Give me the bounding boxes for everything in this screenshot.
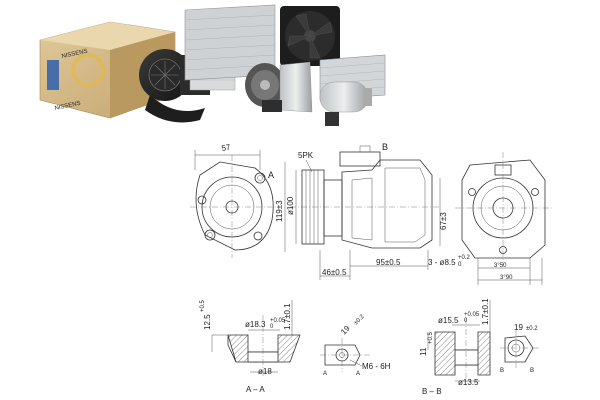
front-dim-width: 57 [221,142,232,153]
b-dim-hole-tol: ±0.2 [526,326,538,332]
side-dim-right: 67±3 [439,212,448,230]
aa-dim-top-tol: +0.05 [270,318,286,324]
bb-dim-right: 1.7±0.1 [481,298,490,325]
radiator-fan [280,6,340,66]
bb-caption: B – B [422,387,442,396]
aa-dim-right: 1.7±0.1 [283,303,292,330]
bb-dim-left-tol: +0.5 [428,331,434,344]
detail-b: 19 ±0.2 B B [500,323,540,374]
section-bb: 11 +0.5 ø15.5 +0.05 0 1.7±0.1 ø13.5 B – … [419,298,491,396]
receiver-drier [319,81,372,126]
rear-view: 3°50 3°90 [455,152,552,285]
side-view: 5PK B 119±3 ø100 67±3 46±0.5 95±0.5 3 - … [275,142,471,280]
side-dim-depth-b: 95±0.5 [376,258,401,267]
compressor-photo [245,61,313,113]
aa-dim-left: 12.5 [203,314,212,330]
b-mark-right: B [530,368,534,374]
aa-dim-bottom: ø18 [258,367,272,376]
box-side-label: NISSENS [54,101,81,112]
rear-dim-b: 3°90 [500,275,513,281]
side-dim-depth-a: 46±0.5 [322,268,347,277]
b-dim-hole: 19 [514,323,523,332]
aa-dim-top: ø18.3 [245,320,266,329]
side-belt-label: 5PK [298,151,314,160]
aa-dim-left-tol: +0.5 [200,299,206,312]
bb-dim-bottom: ø13.5 [458,378,479,387]
a-dim-hole-tol: ±0.2 [353,313,366,326]
side-dim-pulley: ø100 [286,196,295,215]
box-brand-label: NISSENS [61,49,88,60]
bb-dim-top-tol: +0.05 [464,312,480,318]
a-mark-right: A [356,371,360,377]
side-dim-height: 119±3 [275,200,284,222]
a-mark-left: A [323,371,327,377]
b-mark-left: B [500,368,504,374]
side-dim-bolt-tol: +0.2 [458,255,471,261]
bb-dim-top-tol2: 0 [464,318,468,324]
rear-dim-a: 3°50 [494,263,507,269]
front-view: 57 A [190,142,280,258]
detail-a: 19 ±0.2 M6 - 6H A A [320,313,391,377]
front-section-mark: A [268,170,274,180]
aa-dim-top-tol2: 0 [270,324,274,330]
side-dim-bolt: 3 - ø8.5 [428,258,456,267]
bb-dim-left: 11 [419,347,428,356]
side-section-mark: B [382,142,388,152]
side-dim-bolt-tol2: 0 [458,262,462,268]
aa-caption: A – A [246,385,265,394]
section-aa: 12.5 +0.5 ø18.3 +0.05 0 1.7±0.1 ø18 A – … [200,299,301,394]
a-thread: M6 - 6H [362,362,391,371]
bb-dim-top: ø15.5 [438,316,459,325]
a-dim-hole: 19 [339,323,352,336]
product-photo: NISSENS NISSENS [39,4,386,126]
